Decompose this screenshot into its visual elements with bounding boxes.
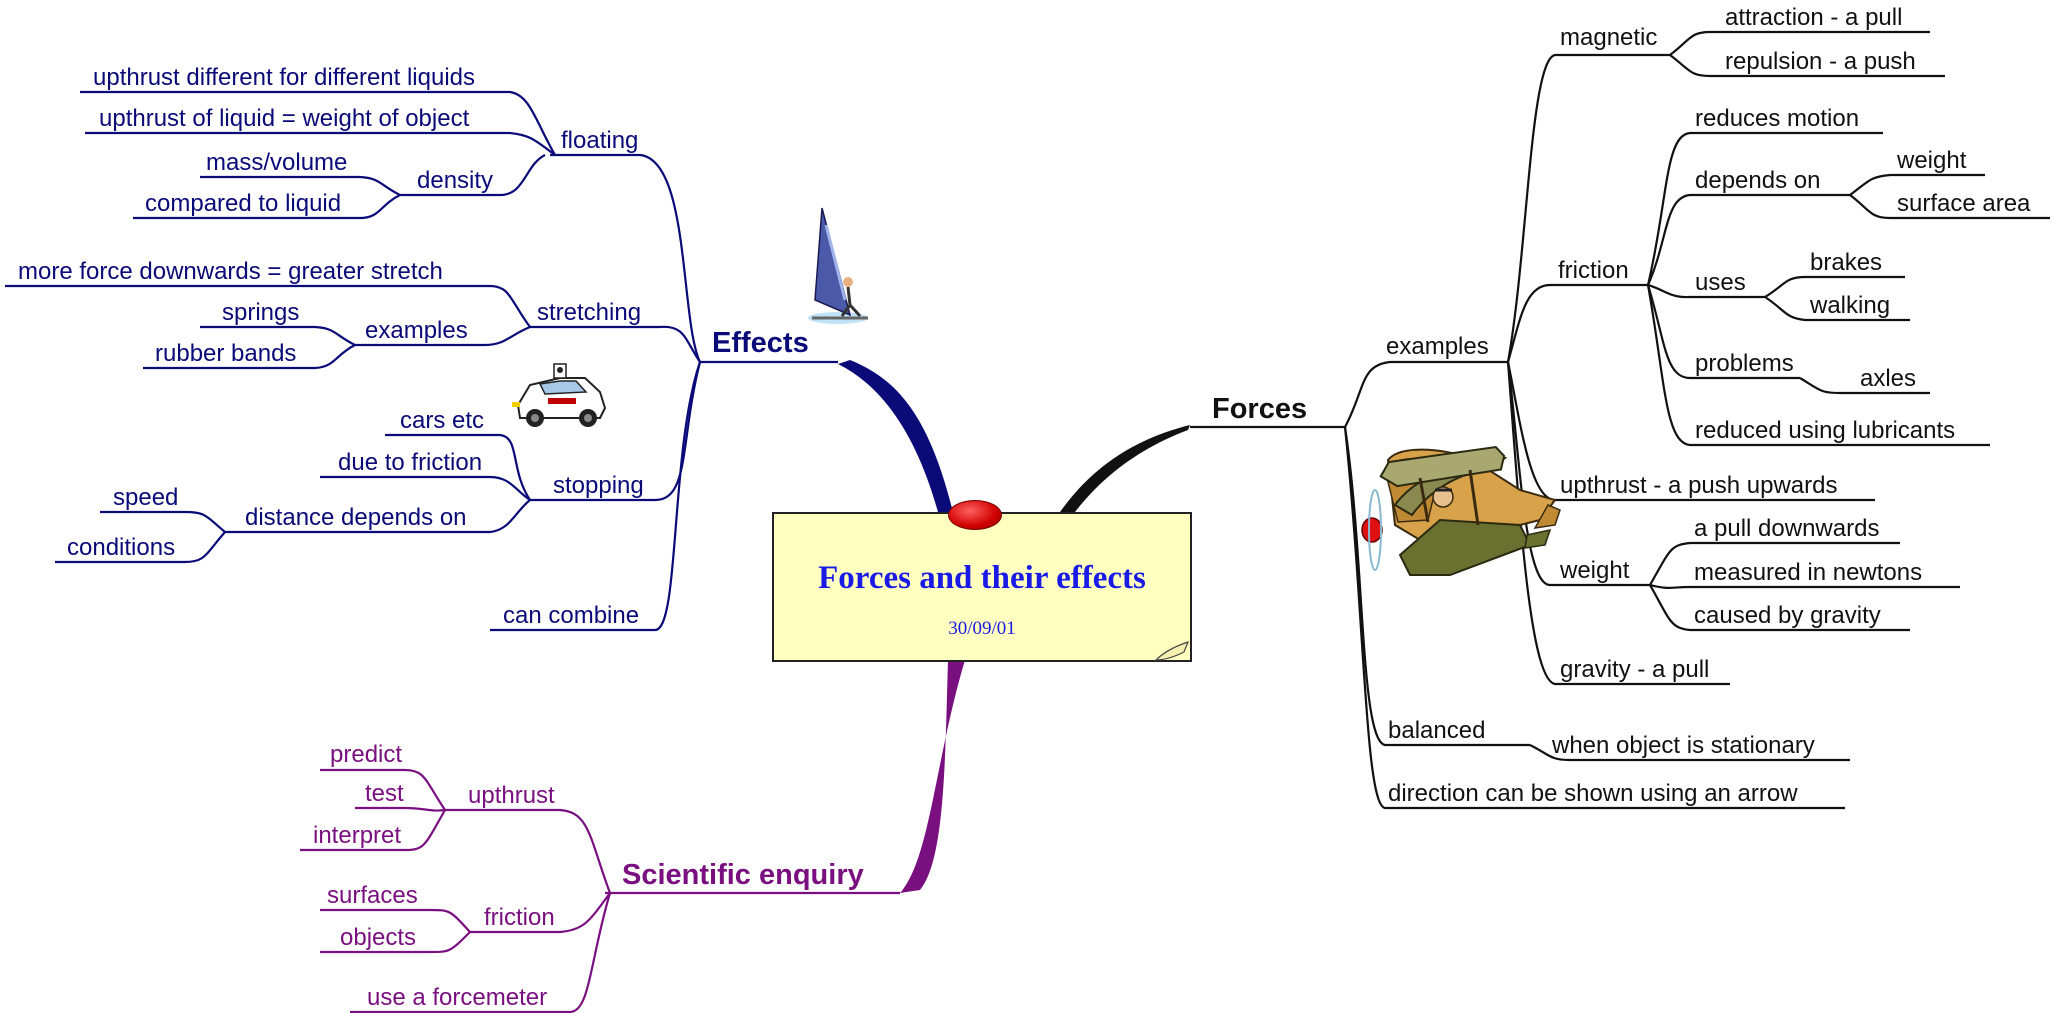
node-objects: objects: [340, 924, 416, 951]
node-distance-depends: distance depends on: [245, 504, 467, 531]
node-springs: springs: [222, 299, 299, 326]
windsurfer-icon: [808, 207, 868, 324]
node-rubber-bands: rubber bands: [155, 340, 296, 367]
node-gravity: gravity - a pull: [1560, 656, 1709, 683]
node-examples-effects: examples: [365, 317, 468, 344]
node-stretching: stretching: [537, 299, 641, 326]
node-test: test: [365, 780, 404, 807]
node-repulsion: repulsion - a push: [1725, 48, 1916, 75]
biplane-icon: [1361, 445, 1561, 576]
node-weight-dep: weight: [1896, 147, 1967, 174]
node-density: density: [417, 167, 493, 194]
node-forcemeter: use a forcemeter: [367, 984, 547, 1011]
node-walking: walking: [1809, 292, 1890, 319]
node-mass-volume: mass/volume: [206, 149, 347, 176]
page-curl-icon: [1154, 641, 1190, 661]
node-interpret: interpret: [313, 822, 401, 849]
node-attraction: attraction - a pull: [1725, 4, 1902, 31]
node-cars-etc: cars etc: [400, 407, 484, 434]
node-balanced: balanced: [1388, 717, 1485, 744]
node-lubricants: reduced using lubricants: [1695, 417, 1955, 444]
node-due-friction: due to friction: [338, 449, 482, 476]
node-stationary: when object is stationary: [1551, 732, 1815, 759]
node-friction-enquiry: friction: [484, 904, 555, 931]
effects-main-branch: [838, 360, 953, 512]
node-upthrust: upthrust - a push upwards: [1560, 472, 1838, 499]
forces-label: Forces: [1212, 393, 1307, 425]
node-floating: floating: [561, 127, 638, 154]
node-compared-liquid: compared to liquid: [145, 190, 341, 217]
enquiry-main-branch: [900, 660, 965, 893]
node-newtons: measured in newtons: [1694, 559, 1922, 586]
pushpin-icon: [948, 500, 1002, 530]
central-topic-date: 30/09/01: [948, 618, 1016, 639]
node-upthrust-different: upthrust different for different liquids: [93, 64, 475, 91]
forces-main-branch: [1060, 425, 1190, 512]
node-examples-forces: examples: [1386, 333, 1489, 360]
node-surfaces: surfaces: [327, 882, 418, 909]
effects-lines: [5, 90, 838, 632]
enquiry-lines: [300, 768, 900, 1013]
node-predict: predict: [330, 741, 402, 768]
node-uses: uses: [1695, 269, 1746, 296]
node-depends-on: depends on: [1695, 167, 1820, 194]
node-problems: problems: [1695, 350, 1794, 377]
node-brakes: brakes: [1810, 249, 1882, 276]
node-upthrust-enquiry: upthrust: [468, 782, 555, 809]
node-axles: axles: [1860, 365, 1916, 392]
node-more-force: more force downwards = greater stretch: [18, 258, 443, 285]
forces-lines: [1190, 30, 2050, 810]
enquiry-label: Scientific enquiry: [622, 859, 864, 891]
node-friction: friction: [1558, 257, 1629, 284]
effects-label: Effects: [712, 327, 809, 359]
central-topic-note[interactable]: Forces and their effects 30/09/01: [772, 512, 1192, 662]
node-magnetic: magnetic: [1560, 24, 1657, 51]
node-conditions: conditions: [67, 534, 175, 561]
node-speed: speed: [113, 484, 178, 511]
node-stopping: stopping: [553, 472, 644, 499]
node-direction: direction can be shown using an arrow: [1388, 780, 1798, 807]
node-reduces-motion: reduces motion: [1695, 105, 1859, 132]
node-can-combine: can combine: [503, 602, 639, 629]
node-pull-down: a pull downwards: [1694, 515, 1879, 542]
node-surface-area: surface area: [1897, 190, 2031, 217]
police-car-icon: [512, 363, 607, 427]
central-topic-title: Forces and their effects: [818, 560, 1146, 596]
node-weight: weight: [1559, 557, 1630, 584]
node-upthrust-weight: upthrust of liquid = weight of object: [99, 105, 470, 132]
node-gravity-cause: caused by gravity: [1694, 602, 1881, 629]
